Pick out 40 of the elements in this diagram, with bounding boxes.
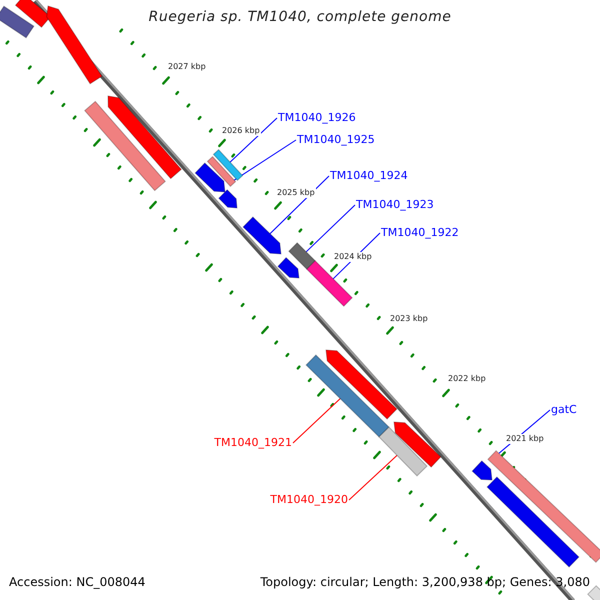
title: Ruegeria sp. TM1040, complete genome (148, 10, 452, 24)
leader-line (230, 118, 278, 163)
gene-feature (472, 460, 493, 481)
scale-label: 2025 kbp (276, 188, 316, 198)
gene-label: TM1040_1920 (270, 494, 348, 505)
gene-label: TM1040_1923 (356, 199, 434, 210)
scale-label: 2021 kbp (505, 434, 545, 444)
scale-label: 2022 kbp (447, 374, 487, 384)
gene-feature (305, 354, 390, 438)
gene-feature (378, 426, 428, 477)
scale-label: 2027 kbp (167, 62, 207, 72)
gene-feature (487, 450, 600, 563)
gene-feature (393, 421, 442, 468)
scale-label: 2024 kbp (333, 252, 373, 262)
gene-feature (277, 256, 300, 279)
genome-info-text: Topology: circular; Length: 3,200,938 bp; Genes: 3,080 (260, 576, 590, 588)
gene-label: TM1040_1921 (214, 437, 292, 448)
gene-label: TM1040_1926 (278, 112, 356, 123)
leader-line (348, 454, 398, 500)
gene-feature (194, 162, 226, 193)
gene-feature (242, 216, 282, 255)
leader-line (234, 140, 296, 181)
scale-label: 2026 kbp (221, 126, 261, 136)
leader-line (292, 398, 341, 444)
gene-feature (325, 349, 398, 420)
gene-feature (486, 476, 580, 568)
gene-label: TM1040_1925 (297, 134, 375, 145)
gene-feature (306, 260, 353, 307)
gene-label: TM1040_1924 (330, 170, 408, 181)
accession-text: Accession: NC_008044 (9, 576, 146, 588)
gene-feature (0, 6, 35, 38)
gene-feature (107, 95, 182, 180)
gene-feature (206, 156, 236, 188)
gene-label: TM1040_1922 (381, 227, 459, 238)
gene-feature (46, 5, 103, 84)
gene-label: gatC (551, 404, 577, 415)
gene-feature (288, 242, 316, 270)
gene-feature (84, 100, 166, 192)
gene-feature (212, 148, 244, 182)
scale-label: 2023 kbp (389, 314, 429, 324)
